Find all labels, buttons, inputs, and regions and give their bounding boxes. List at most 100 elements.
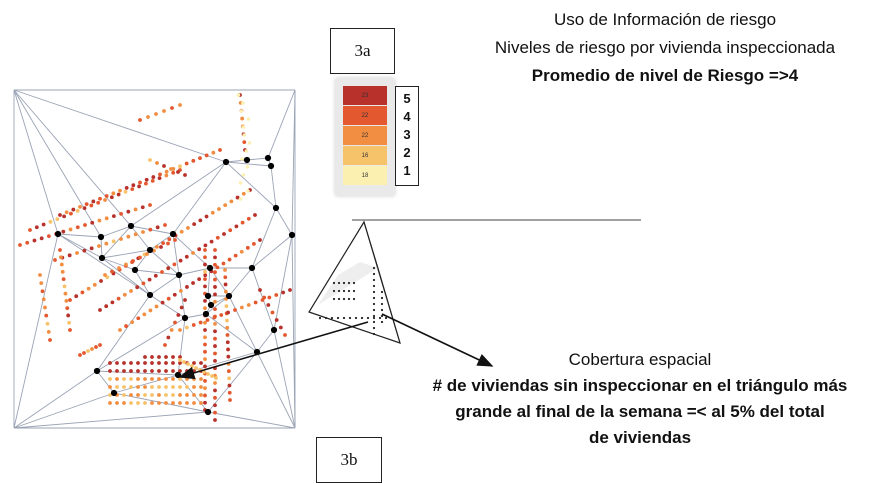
house-point [108, 369, 112, 373]
house-point [270, 310, 275, 315]
mesh-edge [149, 249, 180, 276]
house-point [253, 300, 258, 305]
house-point [119, 211, 124, 216]
house-point [89, 203, 94, 208]
inset-house [372, 284, 376, 288]
inset-house [372, 316, 376, 320]
inspection-node [264, 154, 272, 162]
inspection-node [127, 222, 135, 230]
house-point [82, 351, 86, 355]
house-point [110, 300, 115, 305]
house-point [157, 385, 161, 389]
house-point [28, 228, 32, 232]
house-point [164, 401, 168, 405]
house-point [39, 236, 44, 241]
mesh-edge [178, 267, 211, 276]
house-point [203, 284, 207, 289]
house-point [25, 240, 30, 245]
house-point [164, 377, 168, 381]
house-point [144, 177, 149, 182]
arrows [178, 313, 494, 380]
house-point [115, 369, 119, 373]
figure-label-3a: 3a [330, 28, 395, 74]
house-point [213, 381, 217, 385]
house-point [97, 244, 101, 248]
house-point [63, 291, 68, 296]
house-point [178, 401, 182, 405]
mesh-edge [57, 233, 102, 238]
house-point [145, 252, 149, 256]
house-point [92, 282, 97, 287]
house-point [60, 269, 65, 274]
house-point [173, 238, 177, 242]
house-point [203, 357, 207, 361]
house-point [190, 364, 194, 368]
mesh-edge [100, 236, 103, 259]
house-point [99, 279, 103, 283]
house-point [116, 296, 121, 301]
house-point [170, 106, 174, 110]
mesh-edge [228, 295, 258, 353]
house-point [163, 343, 167, 347]
mesh-edge [130, 225, 151, 251]
house-point [241, 125, 246, 129]
house-point [104, 304, 109, 309]
inset-house [378, 316, 382, 320]
mesh-edge [246, 157, 269, 161]
house-point [68, 227, 73, 232]
house-point [83, 223, 87, 227]
house-point [111, 214, 116, 219]
house-point [138, 118, 142, 122]
inspection-node [204, 408, 212, 416]
legend-level-4: 4 [403, 109, 411, 124]
inset-house [372, 272, 376, 276]
mesh-edge [13, 89, 102, 238]
mesh-edge [96, 294, 151, 372]
house-point [203, 273, 208, 278]
house-point [213, 344, 217, 348]
inspection-node [207, 301, 215, 309]
house-point [154, 304, 159, 309]
house-point [166, 266, 171, 271]
mesh-edge [270, 165, 277, 209]
house-point [130, 320, 135, 325]
legend-count-1: 18 [361, 172, 369, 179]
inset-house [372, 320, 376, 324]
house-point [126, 234, 131, 239]
house-point [198, 320, 203, 325]
mesh-edge [13, 89, 132, 227]
house-point [192, 361, 196, 365]
house-point [217, 207, 221, 211]
house-point [129, 385, 133, 389]
house-point [238, 197, 243, 201]
legend-count-4: 22 [361, 112, 369, 119]
house-point [46, 234, 51, 239]
house-point [192, 222, 197, 227]
house-point [136, 377, 140, 381]
house-point [58, 248, 62, 252]
legend-panel: 23 22 22 16 18 [335, 78, 395, 196]
house-point [235, 195, 240, 200]
house-point [213, 285, 217, 289]
house-point [241, 173, 246, 177]
house-point [167, 237, 172, 242]
house-point [117, 266, 121, 270]
inset-house [347, 281, 351, 285]
house-point [98, 308, 102, 312]
inset-house [380, 296, 384, 300]
house-point [53, 258, 57, 262]
legend-swatch-4: 22 [343, 106, 387, 125]
house-point [213, 262, 217, 267]
house-point [234, 224, 239, 229]
house-point [150, 369, 154, 373]
house-point [122, 369, 126, 373]
house-point [191, 323, 196, 327]
house-point [185, 377, 189, 381]
house-point [213, 277, 217, 282]
house-point [239, 305, 244, 310]
inspection-node [248, 264, 256, 272]
house-point [288, 288, 292, 292]
house-point [147, 277, 152, 282]
house-point [182, 360, 186, 364]
house-point [75, 209, 80, 213]
